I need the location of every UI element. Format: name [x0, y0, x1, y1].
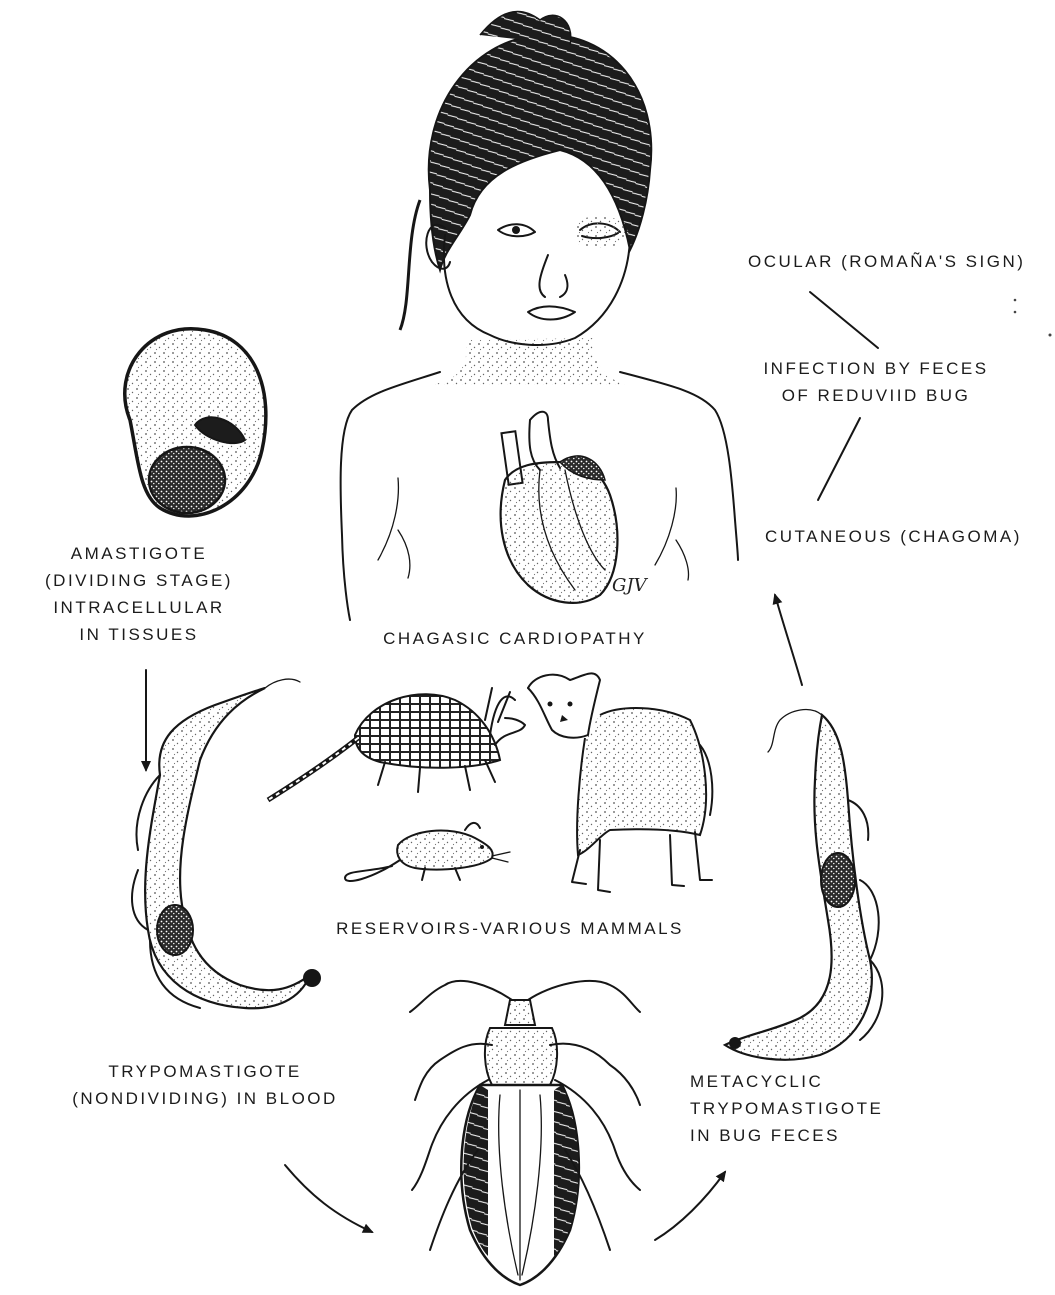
cutaneous-label: CUTANEOUS (CHAGOMA): [765, 523, 1022, 550]
rat: [345, 823, 510, 881]
cardiopathy-label: CHAGASIC CARDIOPATHY: [350, 625, 680, 652]
trypomastigote-label: TRYPOMASTIGOTE (NONDIVIDING) IN BLOOD: [40, 1058, 370, 1112]
artist-initials: GJV: [612, 575, 647, 596]
trypomastigote: [132, 679, 321, 1008]
amastigote-cell: [125, 329, 266, 516]
infection-label: INFECTION BY FECES OF REDUVIID BUG: [740, 355, 1012, 409]
armadillo: [268, 688, 525, 800]
reduviid-bug: [410, 981, 640, 1285]
metacyclic-label: METACYCLIC TRYPOMASTIGOTE IN BUG FECES: [690, 1068, 883, 1149]
dog: [528, 673, 712, 892]
metacyclic-trypomastigote: [725, 710, 882, 1060]
amastigote-label: AMASTIGOTE (DIVIDING STAGE) INTRACELLULA…: [14, 540, 264, 648]
heart-illustration: [501, 412, 618, 603]
ocular-label: OCULAR (ROMAÑA'S SIGN): [748, 248, 1025, 275]
heart: [501, 462, 618, 603]
reservoirs-label: RESERVOIRS-VARIOUS MAMMALS: [300, 915, 720, 942]
